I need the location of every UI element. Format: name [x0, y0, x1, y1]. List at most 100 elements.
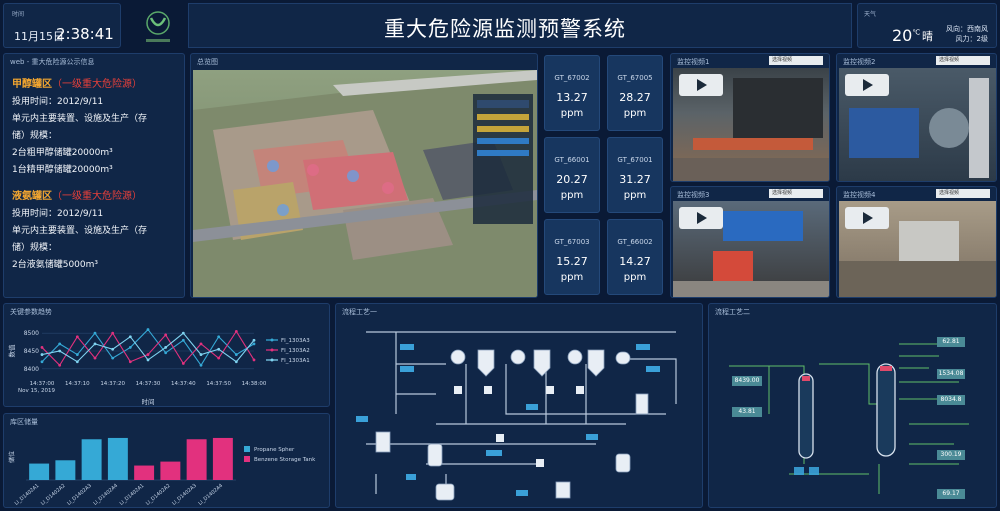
video-select[interactable]: 选择视频 [936, 56, 990, 65]
data-point [93, 356, 97, 360]
sensor-value: 31.27 [619, 173, 651, 186]
video-select[interactable]: 选择视频 [936, 189, 990, 198]
x-tick-label: 14:37:50 [206, 381, 231, 387]
sensor-id: GT_67001 [617, 156, 653, 164]
info-line: 单元内主要装置、设施及生产（存 [12, 114, 148, 124]
hazard-info-panel: web - 重大危险源公示信息 甲醇罐区（一级重大危险源） 投用时间：2012/… [3, 53, 185, 298]
video-panel-3: 监控视频3 选择视频 [670, 186, 830, 298]
info-line: 储）规模： [12, 243, 58, 253]
panel-title: 监控视频1 [677, 58, 710, 66]
gas-sensor-card[interactable]: GT_66001 20.27 ppm [544, 137, 600, 213]
info-line: 2台液氨储罐5000m³ [12, 260, 99, 270]
category-label: LI_D1402A4 [197, 483, 224, 507]
data-point [181, 362, 185, 365]
panel-title: 流程工艺二 [715, 308, 750, 316]
page-title: 重大危险源监测预警系统 [384, 17, 626, 41]
sensor-unit: ppm [623, 108, 647, 119]
sensor-id: GT_67003 [554, 238, 590, 246]
plant-3d-map[interactable] [193, 70, 537, 297]
video-feed[interactable] [839, 201, 996, 297]
sensor-id: GT_66001 [554, 156, 590, 164]
process-flow-1-diagram[interactable] [336, 304, 703, 508]
sensor-value: 15.27 [556, 255, 588, 268]
wind-info: 风向：西南风 风力：2级 [946, 24, 988, 44]
data-point [128, 360, 132, 364]
series-line [41, 332, 255, 363]
gas-sensor-card[interactable]: GT_67001 31.27 ppm [607, 137, 663, 213]
play-button[interactable] [845, 207, 889, 229]
data-point [40, 346, 44, 349]
bar [134, 465, 155, 480]
sensor-unit: ppm [560, 272, 584, 283]
data-point [199, 363, 203, 367]
video-feed[interactable] [839, 68, 996, 181]
video-panel-1: 监控视频1 选择视频 [670, 53, 830, 182]
weather-label: 天气 [864, 11, 877, 18]
sensor-unit: ppm [623, 272, 647, 283]
sensor-id: GT_67002 [554, 74, 590, 82]
bar [212, 437, 233, 480]
play-button[interactable] [845, 74, 889, 96]
weather-condition: 晴 [922, 30, 933, 43]
sensor-value: 14.27 [619, 255, 651, 268]
bar [160, 461, 181, 480]
data-point [111, 331, 115, 335]
category-label: LI_D1402A3 [66, 483, 93, 507]
video-select[interactable]: 选择视频 [769, 189, 823, 198]
gas-sensor-card[interactable]: GT_67003 15.27 ppm [544, 219, 600, 295]
legend-marker [270, 338, 274, 342]
play-button[interactable] [679, 207, 723, 229]
gas-sensor-card[interactable]: GT_67005 28.27 ppm [607, 55, 663, 131]
data-point [181, 338, 185, 342]
data-point [164, 346, 168, 349]
reading-box: 69.17 [937, 489, 965, 499]
current-date: 11月15日 [14, 30, 64, 43]
data-point [58, 363, 62, 367]
panel-title: 监控视频4 [843, 191, 876, 199]
reading-box: 300.19 [937, 450, 965, 460]
x-tick-label: 14:37:40 [171, 381, 196, 387]
data-point [217, 347, 221, 351]
info-line: 投用时间：2012/9/11 [12, 97, 104, 107]
play-button[interactable] [679, 74, 723, 96]
gas-sensor-card[interactable]: GT_66002 14.27 ppm [607, 219, 663, 295]
data-point [217, 335, 221, 339]
company-logo [136, 8, 180, 48]
data-point [128, 335, 132, 339]
x-tick-label: 14:37:00 [30, 381, 55, 387]
video-feed[interactable] [673, 68, 829, 181]
panel-title: web - 重大危险源公示信息 [10, 58, 95, 66]
wind-force: 风力：2级 [955, 35, 988, 43]
process-flow-2-diagram[interactable] [709, 304, 997, 508]
zone-heading: 液氨罐区（一级重大危险源） [12, 191, 142, 202]
legend-label: FI_1303A2 [281, 348, 310, 354]
info-line: 储）规模： [12, 131, 58, 141]
time-panel: 时间 11月15日 2:38:41 [3, 3, 121, 48]
reading-box: 8034.8 [937, 395, 965, 405]
category-label: LI_D1402A2 [145, 483, 172, 507]
gas-sensor-card[interactable]: GT_67002 13.27 ppm [544, 55, 600, 131]
panel-title: 关键参数趋势 [10, 308, 52, 316]
sensor-unit: ppm [623, 190, 647, 201]
data-point [75, 360, 79, 364]
reading-box: 1534.08 [937, 369, 965, 379]
x-axis-label: 时间 [142, 397, 155, 406]
reading-box: 8439.00 [732, 376, 762, 386]
bar [81, 439, 102, 480]
header-title-bar [188, 3, 852, 48]
data-point [234, 360, 238, 364]
data-point [252, 342, 256, 346]
legend-label: Benzene Storage Tank [254, 457, 316, 463]
weather-panel: 天气 20℃ 晴 风向：西南风 风力：2级 [857, 3, 997, 48]
x-tick-label: 14:37:30 [136, 381, 161, 387]
data-point [234, 329, 238, 333]
current-time: 2:38:41 [56, 25, 114, 43]
y-axis-label: 数值 [7, 344, 16, 358]
video-feed[interactable] [673, 201, 829, 297]
process-flow-1-panel: 流程工艺一 [335, 303, 703, 508]
video-panel-4: 监控视频4 选择视频 [836, 186, 997, 298]
sensor-id: GT_67005 [617, 74, 653, 82]
video-select[interactable]: 选择视频 [769, 56, 823, 65]
data-point [252, 338, 256, 342]
